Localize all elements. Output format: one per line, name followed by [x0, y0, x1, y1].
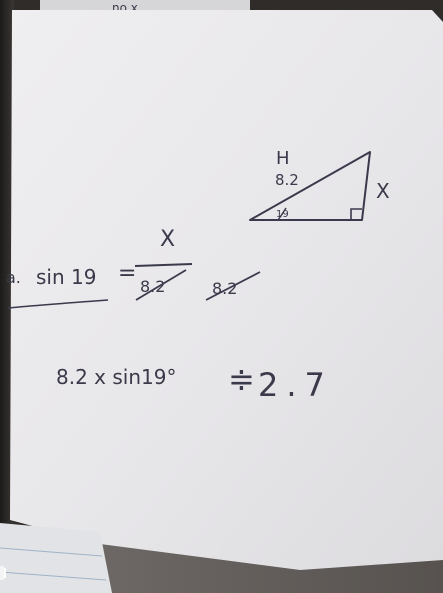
- equals-sign: =: [118, 261, 136, 286]
- edge-highlight: [0, 566, 4, 580]
- paper-rule-line: [0, 571, 107, 581]
- lined-paper-corner: [0, 523, 112, 593]
- underline: [7, 299, 109, 309]
- fraction-bar: [134, 263, 193, 267]
- right-angle-marker: [350, 208, 362, 220]
- fraction-numerator: X: [160, 227, 175, 252]
- problem-label: a.: [6, 268, 21, 287]
- fraction-denominator: 8.2: [140, 277, 165, 296]
- angle-arc: [277, 207, 287, 221]
- triangle-outline: [249, 151, 371, 221]
- result-value: 2.7: [258, 366, 333, 404]
- sine-lhs: sin 19: [36, 265, 96, 289]
- paper-rule-line: [0, 547, 103, 557]
- hypotenuse-letter: H: [276, 148, 290, 169]
- approx-equals-sign: ≑: [228, 360, 255, 398]
- hypotenuse-value: 8.2: [275, 171, 299, 189]
- opposite-side-letter: X: [376, 179, 390, 203]
- computation-expression: 8.2 x sin19°: [56, 365, 176, 389]
- cancel-strike: [135, 269, 187, 301]
- right-triangle-diagram: [249, 151, 371, 221]
- cancel-strike: [205, 271, 261, 301]
- angle-label: 19: [276, 209, 289, 220]
